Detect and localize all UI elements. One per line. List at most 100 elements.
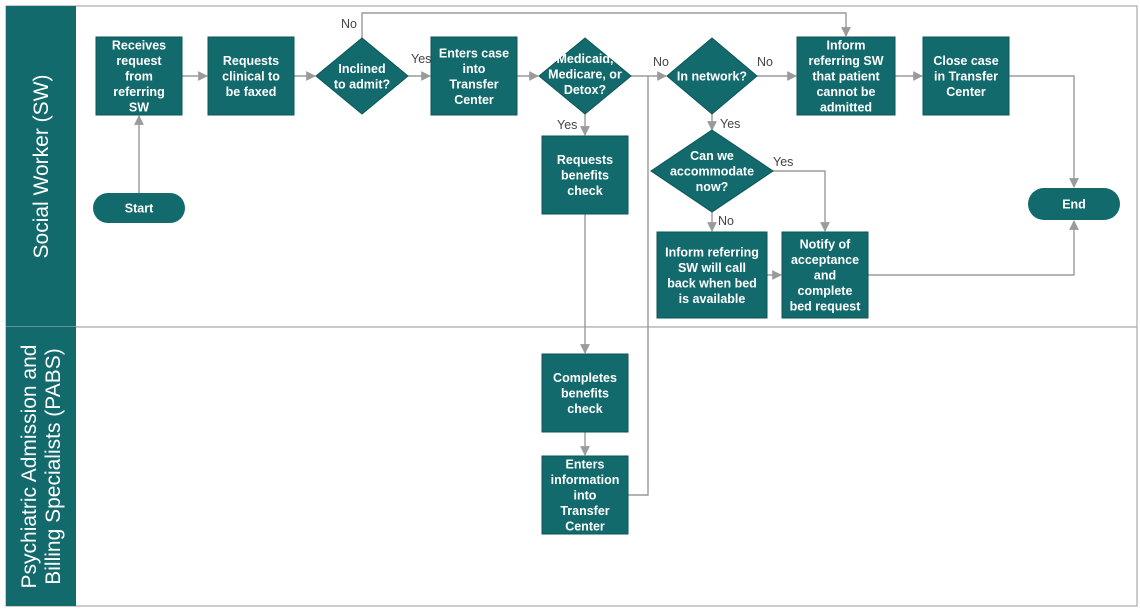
node-in-network: In network? bbox=[666, 37, 758, 115]
node-label: benefits bbox=[561, 387, 609, 401]
node-label: complete bbox=[798, 284, 853, 298]
node-label: SW will call bbox=[678, 261, 746, 275]
process-box bbox=[781, 231, 869, 319]
node-label: referring SW bbox=[808, 54, 883, 68]
node-label: Enters case bbox=[439, 46, 509, 60]
node-label: SW bbox=[129, 101, 149, 115]
node-label: and bbox=[814, 269, 836, 283]
node-label: now? bbox=[696, 180, 729, 194]
node-label: bed request bbox=[790, 300, 862, 314]
node-label: Transfer bbox=[560, 504, 609, 518]
node-label: be faxed bbox=[226, 85, 277, 99]
decision-diamond bbox=[315, 37, 409, 115]
node-label: request bbox=[116, 54, 162, 68]
node-label: admitted bbox=[820, 101, 872, 115]
connector-enters-network bbox=[628, 76, 649, 496]
node-label: Enters bbox=[566, 458, 605, 472]
connector-label: Yes bbox=[773, 155, 793, 169]
decision-diamond bbox=[538, 37, 632, 115]
process-box bbox=[796, 36, 896, 116]
node-label: Medicare, or bbox=[548, 68, 622, 82]
node-label: Requests bbox=[223, 54, 279, 68]
connector-notify-end bbox=[868, 220, 1079, 276]
connector-inclined-inform bbox=[361, 12, 851, 38]
node-label: information bbox=[551, 473, 620, 487]
node-label: that patient bbox=[812, 70, 880, 84]
node-label: In network? bbox=[677, 70, 747, 84]
process-box bbox=[430, 36, 518, 116]
connector-label: No bbox=[653, 55, 669, 69]
node-label: referring bbox=[113, 85, 164, 99]
node-label: into bbox=[463, 62, 486, 76]
lane-header bbox=[6, 327, 76, 606]
connector-label: Yes bbox=[720, 117, 740, 131]
node-label: Detox? bbox=[564, 83, 606, 97]
node-label: check bbox=[567, 402, 602, 416]
node-label: into bbox=[574, 489, 597, 503]
decision-diamond bbox=[650, 129, 774, 213]
process-box bbox=[95, 36, 183, 116]
node-end: End bbox=[1028, 188, 1120, 220]
node-label: back when bed bbox=[667, 276, 757, 290]
node-label: from bbox=[125, 70, 153, 84]
node-label: Start bbox=[125, 202, 154, 216]
node-label: benefits bbox=[561, 169, 609, 183]
node-label: Inform bbox=[827, 39, 866, 53]
node-label: clinical to bbox=[222, 70, 280, 84]
terminator-pill bbox=[1028, 188, 1120, 220]
node-label: Completes bbox=[553, 371, 617, 385]
process-box bbox=[922, 36, 1010, 116]
node-label: check bbox=[567, 184, 602, 198]
node-label: Inclined bbox=[338, 62, 385, 76]
lane-title: Billing Specialists (PABS) bbox=[42, 348, 65, 585]
node-label: Medicaid, bbox=[557, 52, 614, 66]
connector-label: Yes bbox=[557, 118, 577, 132]
node-label: Inform referring bbox=[665, 245, 759, 259]
decision-diamond bbox=[666, 37, 758, 115]
node-label: Center bbox=[454, 93, 494, 107]
node-label: accommodate bbox=[670, 165, 754, 179]
node-label: in Transfer bbox=[934, 70, 998, 84]
node-label: End bbox=[1062, 198, 1086, 212]
node-label: Close case bbox=[933, 54, 998, 68]
node-label: Center bbox=[565, 520, 605, 534]
connector-label: No bbox=[718, 214, 734, 228]
node-label: Notify of bbox=[800, 238, 852, 252]
process-box bbox=[541, 353, 629, 433]
node-label: Requests bbox=[557, 153, 613, 167]
lane-title: Social Worker (SW) bbox=[30, 75, 53, 259]
node-label: Receives bbox=[112, 39, 166, 53]
process-box bbox=[207, 36, 295, 116]
process-box bbox=[541, 135, 629, 215]
node-label: is available bbox=[679, 292, 746, 306]
node-label: Center bbox=[946, 85, 986, 99]
node-label: acceptance bbox=[791, 253, 859, 267]
lane-title: Psychiatric Admission and bbox=[18, 345, 41, 589]
connector-label: Yes bbox=[411, 52, 431, 66]
node-start: Start bbox=[93, 193, 185, 223]
node-label: to admit? bbox=[334, 77, 390, 91]
node-label: cannot be bbox=[816, 85, 875, 99]
process-box bbox=[656, 231, 768, 319]
connector-accommodate-notify bbox=[773, 170, 830, 232]
node-label: Can we bbox=[690, 149, 734, 163]
connector-label: No bbox=[341, 17, 357, 31]
terminator-pill bbox=[93, 193, 185, 223]
connector-close-end bbox=[1009, 75, 1079, 188]
connectors bbox=[134, 12, 1079, 496]
